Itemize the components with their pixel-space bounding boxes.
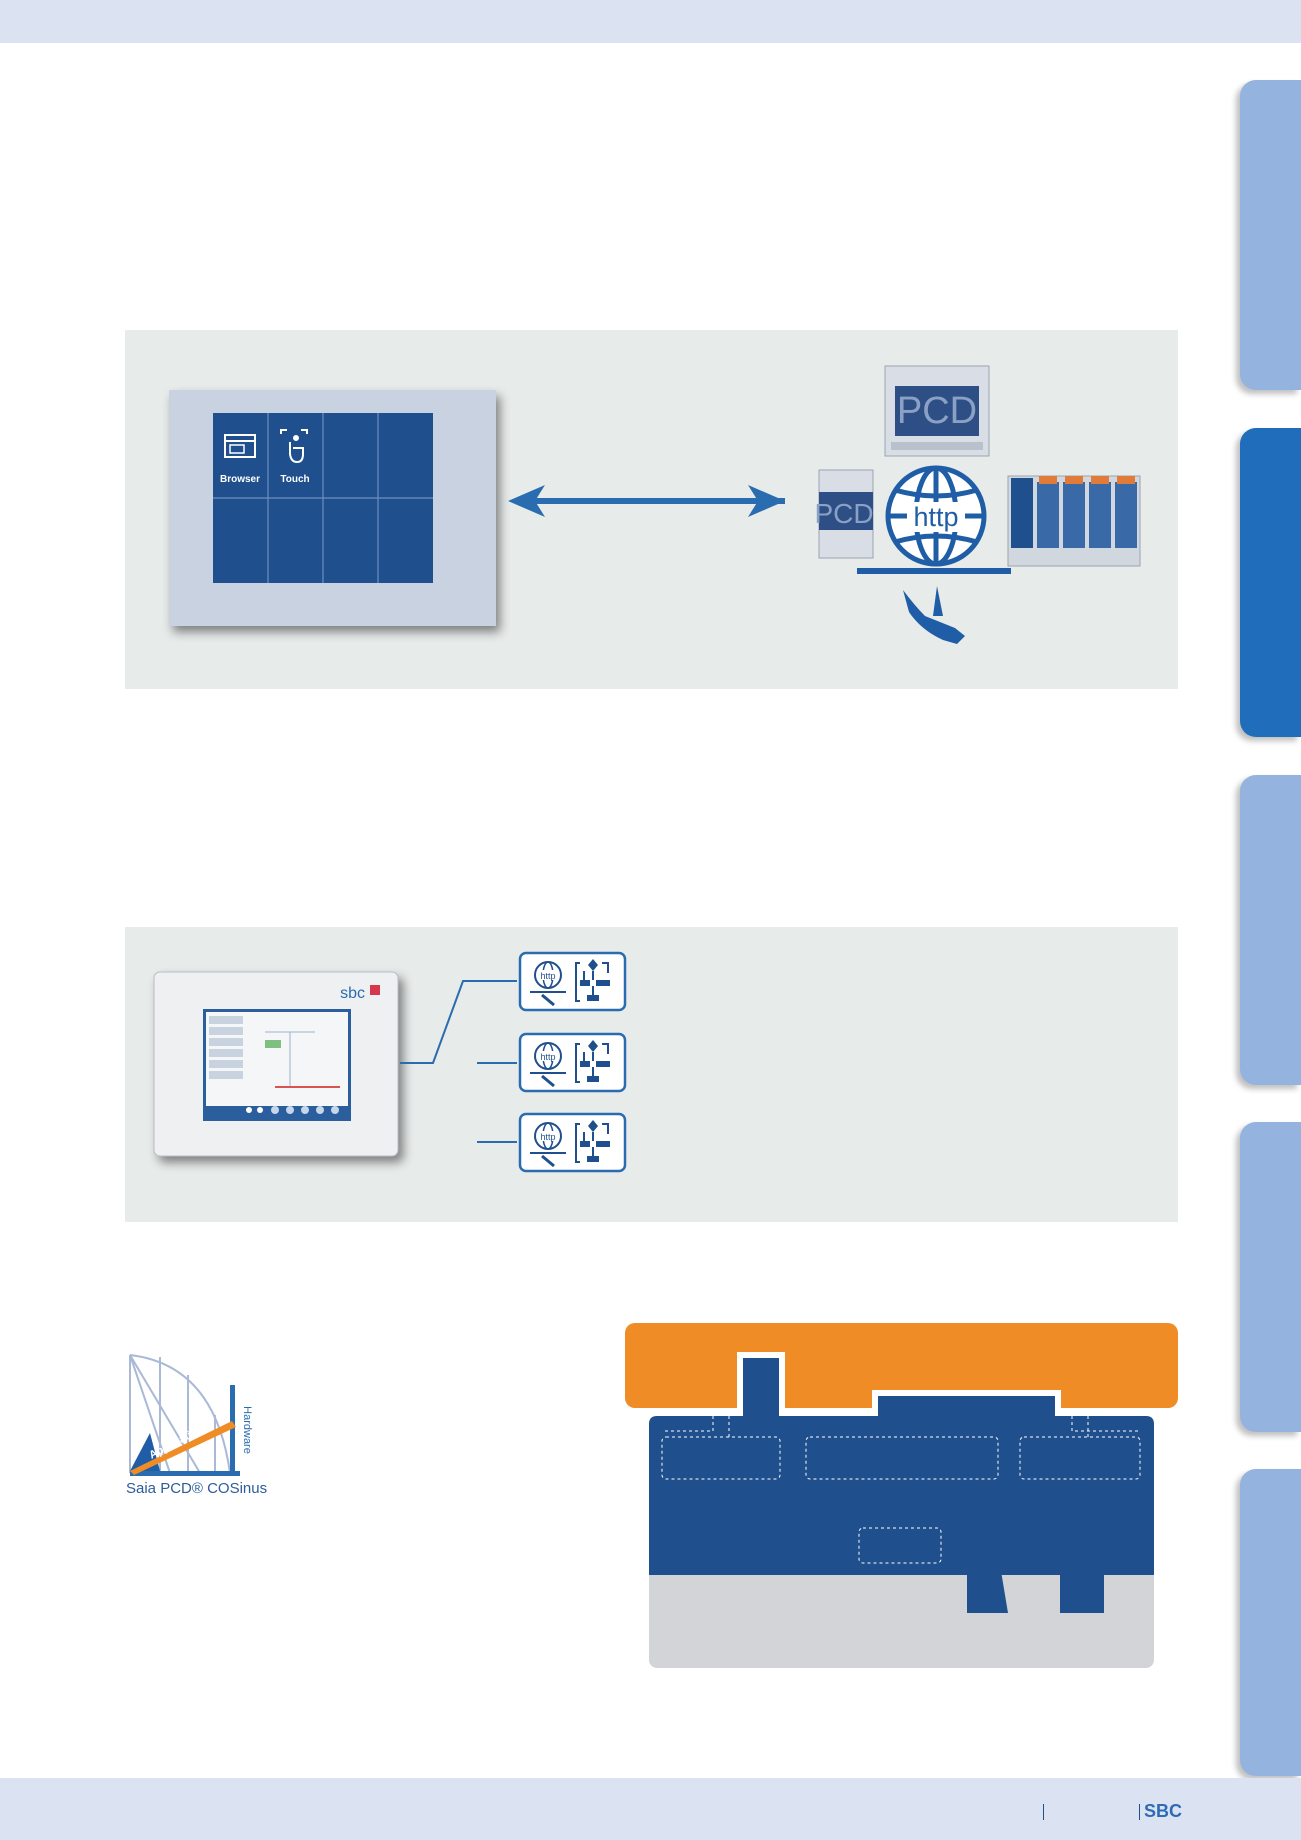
svg-text:http: http: [540, 1132, 555, 1142]
layer-diagram: [625, 1323, 1178, 1668]
blue-layer: [649, 1355, 1154, 1575]
pcd-small-controller-image: PCD: [814, 469, 874, 559]
diagram-web-access: Browser Touch PCD PCD: [169, 365, 1141, 644]
svg-text:PCD: PCD: [814, 498, 873, 529]
http-label: http: [913, 502, 958, 532]
blue-connector-triangle: [967, 1535, 1008, 1613]
tile-label-touch: Touch: [280, 474, 309, 485]
side-tab-4[interactable]: [1240, 1122, 1301, 1432]
blue-connector-block: [1060, 1575, 1104, 1613]
svg-text:http: http: [540, 1052, 555, 1062]
svg-text:http: http: [540, 971, 555, 981]
network-connector: [400, 980, 517, 1143]
pcd-controller-image: PCD: [884, 365, 990, 457]
footer-separator-brand: [1139, 1804, 1140, 1820]
dashed-slots: [661, 1416, 1141, 1564]
node-icon-2[interactable]: http: [518, 1032, 627, 1093]
side-tab-5[interactable]: [1240, 1469, 1301, 1776]
bidirectional-arrow: [508, 485, 785, 517]
side-tab-2[interactable]: [1240, 428, 1301, 737]
screen-grid: [213, 413, 433, 583]
hmi-brand-mark: [370, 985, 380, 995]
io-modules-image: [1007, 475, 1141, 567]
layer-separator: [737, 1352, 1061, 1416]
diagram-panel-hmi-network: sbc: [125, 927, 1178, 1222]
serving-tray: [857, 568, 1011, 574]
browser-window-icon[interactable]: [224, 434, 256, 458]
svg-text:PCD: PCD: [897, 390, 977, 432]
hmi-screen-content: [209, 1016, 340, 1114]
side-tab-1[interactable]: [1240, 80, 1301, 390]
http-label-bg: [907, 502, 965, 532]
touch-hand-icon[interactable]: [280, 429, 308, 464]
top-bar: [0, 0, 1301, 43]
footer-brand: SBC: [1144, 1801, 1183, 1821]
serving-hand-icon: [903, 586, 965, 644]
cosinus-hardware-label: Hardware: [241, 1406, 253, 1454]
footer-separator: [1043, 1804, 1044, 1820]
cosinus-caption: Saia PCD® COSinus: [126, 1480, 268, 1497]
node-icon-1[interactable]: http: [518, 951, 627, 1012]
hmi-screen: [206, 1012, 348, 1106]
tile-label-browser: Browser: [220, 474, 260, 485]
diagram-hmi-network: sbc: [153, 951, 627, 1173]
cosinus-logo: Application Hardware: [129, 1354, 253, 1476]
side-tab-3[interactable]: [1240, 775, 1301, 1085]
hmi-brand-label: sbc: [340, 985, 365, 1002]
node-icon-3[interactable]: http: [518, 1112, 627, 1173]
diagram-panel-web-access: Browser Touch PCD PCD: [125, 330, 1178, 689]
bottom-bar: [0, 1778, 1301, 1840]
